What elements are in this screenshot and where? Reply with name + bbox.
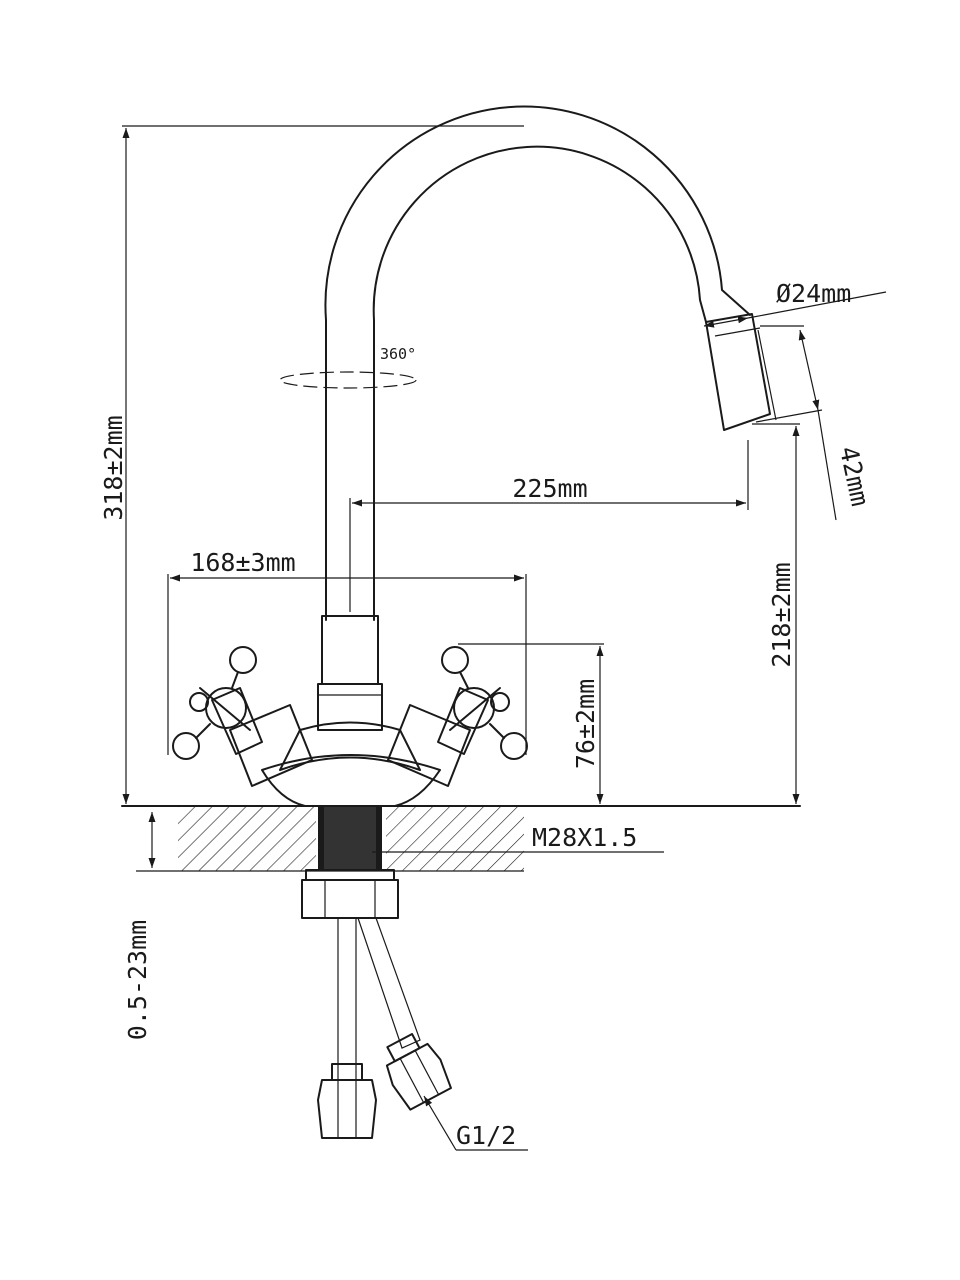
dim-aerator-length bbox=[755, 325, 837, 521]
dim-aerator-diameter bbox=[703, 291, 887, 328]
threaded-rod bbox=[318, 806, 382, 870]
label-aerator-length: 42mm bbox=[834, 444, 875, 509]
dim-spout-reach bbox=[349, 440, 749, 612]
spout bbox=[317, 105, 751, 731]
mounting-nut bbox=[301, 869, 399, 919]
dim-handle-height bbox=[458, 643, 604, 804]
rotation-indicator bbox=[279, 371, 417, 389]
label-aerator-diameter: Ø24mm bbox=[776, 279, 851, 308]
label-spout-height: 218±2mm bbox=[767, 562, 796, 667]
label-total-height: 318±2mm bbox=[99, 415, 128, 520]
dim-hose-connection bbox=[423, 1095, 528, 1151]
faucet-body bbox=[261, 721, 441, 807]
label-handle-span: 168±3mm bbox=[190, 548, 295, 577]
right-handle bbox=[387, 646, 528, 787]
label-mount-thread: M28X1.5 bbox=[532, 823, 637, 852]
flex-hoses bbox=[317, 917, 452, 1139]
dim-total-height bbox=[122, 125, 524, 804]
dim-spout-height bbox=[752, 423, 800, 804]
countertop-section bbox=[121, 805, 801, 872]
left-handle bbox=[172, 646, 313, 787]
label-counter-thickness: 0.5-23mm bbox=[123, 920, 152, 1040]
label-rotation: 360° bbox=[380, 345, 416, 363]
label-hose-connection: G1/2 bbox=[456, 1121, 516, 1150]
label-spout-reach: 225mm bbox=[512, 474, 587, 503]
aerator bbox=[705, 313, 777, 431]
label-handle-height: 76±2mm bbox=[571, 679, 600, 769]
dim-handle-span bbox=[167, 574, 527, 755]
